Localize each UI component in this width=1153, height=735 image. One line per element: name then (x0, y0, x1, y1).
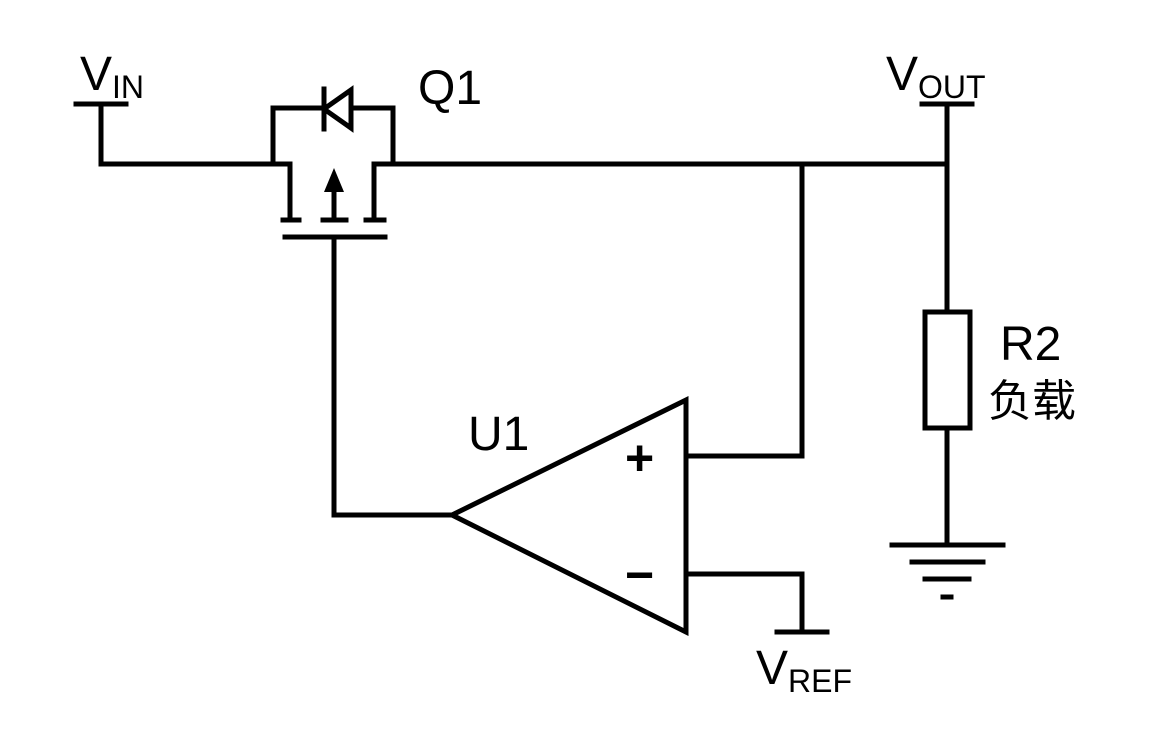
opamp-plus-sign: + (625, 430, 654, 486)
r2-description: 负载 (988, 376, 1076, 427)
vin-label: VIN (80, 48, 144, 105)
vout-label: VOUT (886, 48, 986, 105)
u1-label: U1 (468, 408, 529, 461)
body-diode-icon (319, 85, 354, 133)
wire-minus-to-vref (683, 571, 805, 635)
resistor-r2 (922, 309, 973, 431)
channel-arrow-icon (324, 168, 344, 192)
opamp-minus-sign: − (625, 547, 654, 603)
q1-label: Q1 (418, 62, 482, 115)
opamp-u1 (446, 395, 689, 637)
wire-feedback-to-plus (683, 161, 805, 459)
mosfet-q1 (270, 85, 396, 240)
wire-gate-to-u1-output (331, 234, 455, 518)
vout-terminal (919, 101, 975, 167)
r2-label: R2 (1000, 318, 1061, 371)
vin-terminal (73, 101, 129, 167)
vref-label: VREF (756, 642, 852, 699)
ground-icon (889, 542, 1006, 600)
